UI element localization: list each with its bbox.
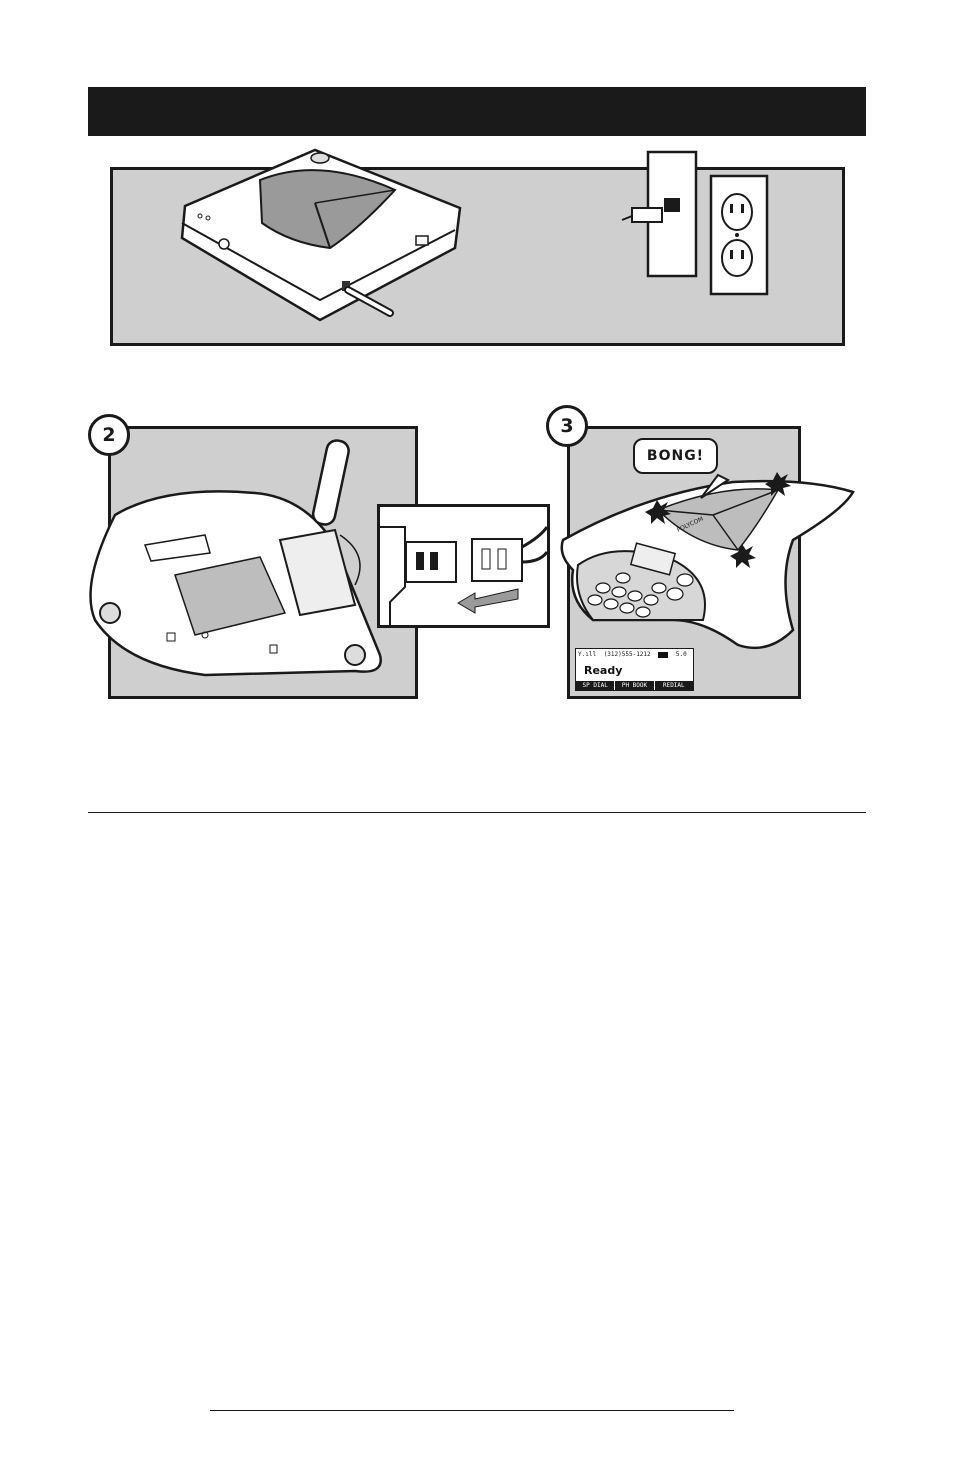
connector-detail-illustration xyxy=(380,507,547,625)
power-outlet-illustration xyxy=(707,172,771,300)
footer-rule xyxy=(210,1410,734,1411)
software-version: 5.0 xyxy=(676,651,687,658)
display-status-line: Y.ıll (312)555-1212 5.0 xyxy=(578,650,691,659)
display-status-ready: Ready xyxy=(584,664,622,677)
bong-callout: BONG! xyxy=(633,438,718,474)
softkey-redial[interactable]: REDIAL xyxy=(655,681,693,690)
softkey-ph-book[interactable]: PH BOOK xyxy=(615,681,654,690)
conference-phone-illustration: POLYCOM xyxy=(553,470,858,660)
phone-underside-illustration xyxy=(85,435,395,697)
softkey-sp-dial[interactable]: SP DIAL xyxy=(576,681,615,690)
phone-display: Y.ıll (312)555-1212 5.0 Ready SP DIAL PH… xyxy=(575,648,694,691)
wall-jack-illustration xyxy=(620,150,700,280)
power-module-illustration xyxy=(180,148,470,326)
display-softkeys: SP DIAL PH BOOK REDIAL xyxy=(576,681,693,690)
signal-indicator: Y.ıll xyxy=(578,651,596,658)
section-header-bar xyxy=(88,87,866,136)
phone-number: (312)555-1212 xyxy=(604,651,651,658)
section-divider xyxy=(88,812,866,813)
step-3-number: 3 xyxy=(546,405,588,447)
battery-icon xyxy=(658,652,668,658)
